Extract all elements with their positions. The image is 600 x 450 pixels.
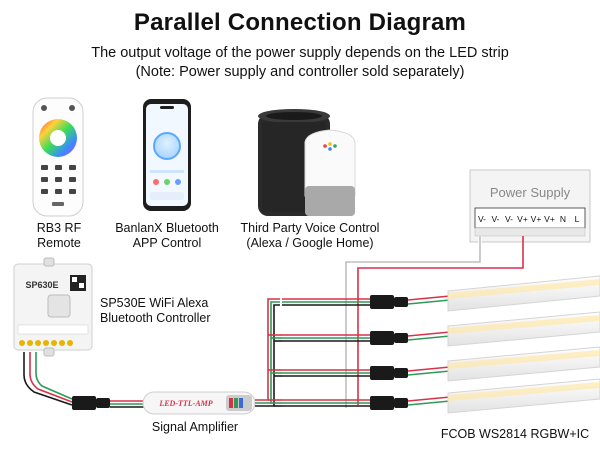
voice-label-line1: Third Party Voice Control bbox=[240, 221, 380, 235]
terminal-label: L bbox=[575, 214, 580, 224]
terminal-label: V- bbox=[505, 214, 513, 224]
strip-label: FCOB WS2814 RGBW+IC bbox=[440, 427, 590, 441]
controller-label: SP530E WiFi Alexa Bluetooth Controller bbox=[100, 296, 220, 326]
amplifier-input-wires bbox=[110, 400, 146, 408]
terminal-label: N bbox=[560, 214, 566, 224]
terminal-label: V+ bbox=[544, 214, 555, 224]
diagram-subtitle: The output voltage of the power supply d… bbox=[91, 45, 509, 61]
google-home-image bbox=[304, 129, 356, 216]
terminal-label: V+ bbox=[531, 214, 542, 224]
amplifier-text: LED-TTL-AMP bbox=[158, 399, 212, 408]
terminal-label: V- bbox=[478, 214, 486, 224]
controller-connector bbox=[72, 396, 110, 410]
signal-amplifier bbox=[142, 391, 256, 415]
signal-bus-wires bbox=[255, 298, 282, 407]
power-supply-terminals: V- V- V- V+ V+ V+ N L bbox=[478, 214, 580, 224]
app-label-line2: APP Control bbox=[132, 236, 202, 250]
controller-brand-text: SP630E bbox=[25, 280, 58, 290]
rf-remote-image bbox=[32, 97, 84, 217]
controller-image bbox=[13, 257, 93, 357]
controller-label-line2: Bluetooth Controller bbox=[100, 311, 211, 325]
voice-label-line2: (Alexa / Google Home) bbox=[246, 236, 374, 250]
power-supply-title: Power Supply bbox=[490, 185, 571, 200]
strip-row-2 bbox=[282, 311, 600, 347]
phone-app-image bbox=[143, 99, 191, 211]
diagram-note: (Note: Power supply and controller sold … bbox=[135, 64, 465, 80]
terminal-label: V- bbox=[491, 214, 499, 224]
terminal-label: V+ bbox=[517, 214, 528, 224]
power-supply bbox=[469, 169, 591, 243]
controller-label-line1: SP530E WiFi Alexa bbox=[100, 296, 209, 310]
voice-label: Third Party Voice Control (Alexa / Googl… bbox=[230, 221, 390, 251]
amplifier-label: Signal Amplifier bbox=[151, 420, 239, 434]
diagram-title: Parallel Connection Diagram bbox=[133, 9, 467, 36]
strip-row-4 bbox=[282, 378, 600, 414]
app-label-line1: BanlanX Bluetooth bbox=[115, 221, 219, 235]
controller-wires bbox=[23, 352, 73, 406]
strip-row-1 bbox=[282, 275, 600, 312]
app-label: BanlanX Bluetooth APP Control bbox=[112, 221, 222, 251]
remote-label: RB3 RF Remote bbox=[36, 221, 82, 250]
strip-row-3 bbox=[282, 346, 600, 382]
power-wires bbox=[344, 236, 524, 408]
